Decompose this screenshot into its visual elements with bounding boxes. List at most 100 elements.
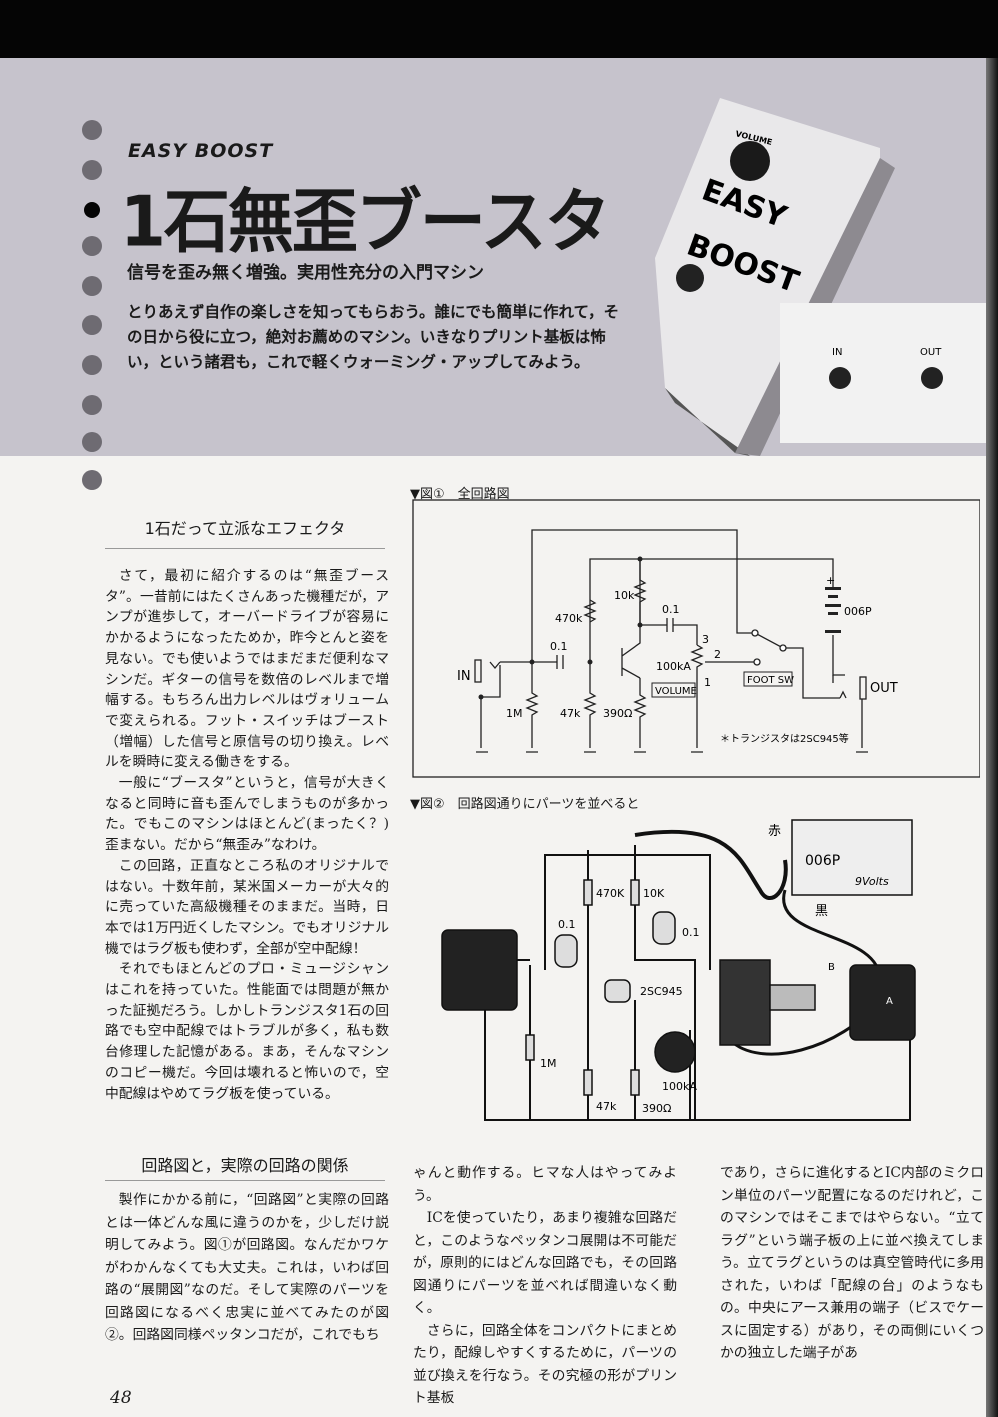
- footswitch-icon: [676, 264, 704, 292]
- label-1m: 1M: [540, 1057, 557, 1070]
- jack-wires: [480, 661, 863, 748]
- resistor-icon: [525, 1034, 535, 1061]
- battery-volts: 9Volts: [855, 875, 889, 888]
- paragraph: さて，最初に紹介するのは“無歪ブースタ”。一昔前にはたくさんあった機種だが，アン…: [105, 568, 389, 771]
- label-c2: 0.1: [682, 926, 700, 939]
- label-c1: 0.1: [558, 918, 576, 931]
- ground-wire: [484, 959, 911, 1121]
- label-390: 390Ω: [603, 707, 632, 720]
- label-cap-out: 0.1: [662, 603, 680, 616]
- bullet-icon: [84, 202, 100, 218]
- resistor-icon: [583, 879, 593, 906]
- capacitor-icon: [554, 934, 578, 968]
- resistor-icon: [583, 1069, 593, 1096]
- transistor-icon: [621, 559, 641, 679]
- hole-icon: [82, 160, 102, 180]
- label-cap-in: 0.1: [550, 640, 568, 653]
- side-panel-inset: [780, 303, 986, 443]
- label-470k: 470K: [596, 887, 625, 900]
- label-390: 390Ω: [642, 1102, 671, 1115]
- in-label: IN: [832, 347, 842, 358]
- hole-icon: [82, 236, 102, 256]
- section-heading: 1石だって立派なエフェクタ: [144, 519, 346, 538]
- fig1-caption: ▼図① 全回路図: [410, 487, 510, 502]
- kicker: EASY BOOST: [128, 140, 274, 162]
- hole-icon: [82, 432, 102, 452]
- circuit-schematic: 470k 10k 0.1 0.1 3 2 1 100kA VOLUME FOOT…: [412, 499, 980, 778]
- label-1m: 1M: [506, 707, 523, 720]
- subtitle: 信号を歪み無く増強。実用性充分の入門マシン: [127, 263, 484, 283]
- paragraph: ゃんと動作する。ヒマな人はやってみよう。: [413, 1165, 677, 1204]
- section2-col1: 製作にかかる前に，“回路図”と実際の回路とは一体どんな風に違うのかを，少しだけ説…: [105, 1189, 389, 1347]
- divider: [105, 1180, 385, 1181]
- label-red: 赤: [768, 824, 781, 839]
- paragraph: 製作にかかる前に，“回路図”と実際の回路とは一体どんな風に違うのかを，少しだけ説…: [105, 1192, 389, 1343]
- out-jack-contacts: [832, 675, 847, 699]
- hole-icon: [82, 315, 102, 335]
- label-pin1: 1: [704, 676, 711, 689]
- input-cap-icon: [556, 655, 564, 669]
- section-heading: 回路図と，実際の回路の関係: [141, 1156, 349, 1175]
- volume-knob-icon: [730, 141, 770, 181]
- hole-icon: [82, 395, 102, 415]
- label-470k: 470k: [555, 612, 583, 625]
- label-47k: 47k: [596, 1100, 617, 1113]
- out-jack-icon: [921, 367, 943, 389]
- page-title: 1石無歪ブースタ: [120, 181, 611, 263]
- pedal-top: [655, 98, 880, 453]
- label-10k: 10k: [614, 589, 635, 602]
- input-jack-icon: [441, 929, 518, 1011]
- page-number: 48: [110, 1388, 132, 1408]
- red-lead: [634, 829, 788, 900]
- out-jack-icon: [859, 676, 867, 700]
- switch-actuator-icon: [769, 984, 816, 1011]
- transistor-icon: [604, 979, 631, 1003]
- out-label: OUT: [920, 347, 942, 358]
- label-foot-sw: FOOT SW: [747, 675, 794, 686]
- label-pot: 100kA: [662, 1080, 697, 1093]
- battery-icon: [825, 587, 841, 590]
- section2-col2: ゃんと動作する。ヒマな人はやってみよう。 ICを使っていたり，あまり複雑な回路だ…: [413, 1162, 677, 1410]
- label-10k: 10K: [643, 887, 665, 900]
- hole-icon: [82, 355, 102, 375]
- output-jack-icon: [849, 964, 916, 1041]
- label-pin3: 3: [702, 633, 709, 646]
- label-out: OUT: [870, 681, 898, 696]
- volume-pot-icon: [654, 1031, 696, 1073]
- resistor-1m-icon: [525, 662, 539, 748]
- label-pin2: 2: [714, 648, 721, 661]
- resistor-icon: [630, 879, 640, 906]
- volume-pot-icon: [690, 644, 704, 748]
- label-transistor: 2SC945: [640, 985, 683, 998]
- black-lead: [782, 889, 882, 981]
- paragraph: この回路，正直なところ私のオリジナルではない。十数年前，某米国メーカーが大々的に…: [105, 857, 389, 957]
- transistor-note: ＊トランジスタは2SC945等: [720, 732, 849, 745]
- resistor-10k-icon: [633, 559, 647, 625]
- terminal-b: B: [828, 962, 835, 973]
- fig2-caption: ▼図② 回路図通りにパーツを並べると: [410, 797, 640, 812]
- page-gutter-shadow: [986, 58, 998, 1417]
- battery-9v-icon: [791, 819, 913, 896]
- label-battery: 006P: [844, 605, 872, 618]
- terminal-a: A: [886, 996, 893, 1007]
- label-black: 黒: [815, 904, 828, 919]
- label-47k: 47k: [560, 707, 581, 720]
- scan-border-top: [0, 0, 998, 58]
- output-cap-icon: [640, 618, 698, 645]
- foot-switch-icon: [754, 632, 840, 699]
- section1-body: さて，最初に紹介するのは“無歪ブースタ”。一昔前にはたくさんあった機種だが，アン…: [105, 566, 389, 1104]
- hole-icon: [82, 276, 102, 296]
- resistor-390-icon: [633, 678, 647, 748]
- battery-wire: [832, 635, 845, 676]
- section2-col3: であり，さらに進化するとIC内部のミクロン単位のパーツ配置になるのだけれど，この…: [720, 1162, 984, 1365]
- divider: [105, 548, 385, 549]
- bypass-wire: [531, 529, 755, 662]
- resistor-47k-icon: [583, 662, 597, 748]
- paragraph: であり，さらに進化するとIC内部のミクロン単位のパーツ配置になるのだけれど，この…: [720, 1165, 984, 1361]
- battery-label: 006P: [805, 853, 840, 869]
- pedal-photo: VOLUME EASY BOOST IN OUT: [655, 98, 986, 456]
- label-volume: VOLUME: [655, 686, 697, 697]
- schematic-frame: [412, 499, 980, 778]
- paragraph: 一般に“ブースタ”というと，信号が大きくなると同時に音も歪んでしまうものが多かっ…: [105, 775, 389, 854]
- wiring-illustration: 470K 10K 0.1 0.1 2SC945 1M 47k 390Ω 100k…: [441, 819, 916, 1121]
